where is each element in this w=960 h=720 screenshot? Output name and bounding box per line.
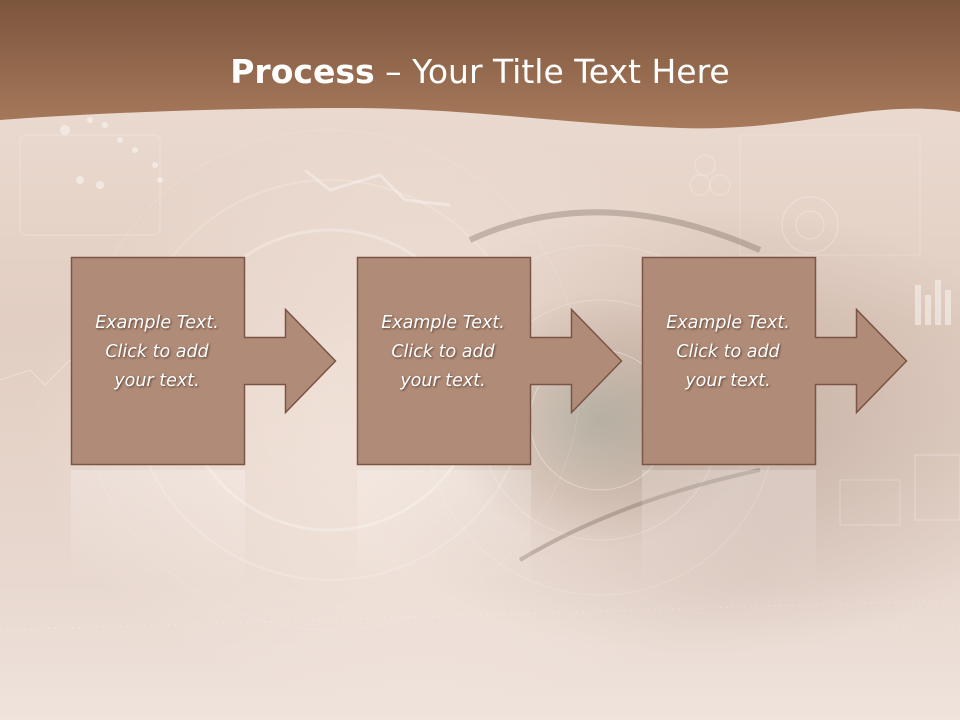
arrow-box-fill [356, 256, 623, 466]
step-reflection [357, 470, 531, 590]
process-step-1[interactable]: Example Text. Click to add your text. [70, 256, 337, 466]
slide-title[interactable]: Process – Your Title Text Here [0, 52, 960, 91]
arrow-box-fill [641, 256, 908, 466]
step-text: Example Text. Click to add your text. [381, 313, 505, 391]
process-step-3[interactable]: Example Text. Click to add your text. [641, 256, 908, 466]
step-reflection [71, 470, 245, 590]
step-reflection [642, 470, 816, 590]
step-text: Example Text. Click to add your text. [95, 313, 219, 391]
step-text: Example Text. Click to add your text. [666, 313, 790, 391]
process-step-2[interactable]: Example Text. Click to add your text. [356, 256, 623, 466]
title-bold-word: Process [230, 52, 375, 91]
title-banner [0, 0, 960, 129]
title-text: – Your Title Text Here [374, 52, 730, 91]
arrow-box-fill [70, 256, 337, 466]
